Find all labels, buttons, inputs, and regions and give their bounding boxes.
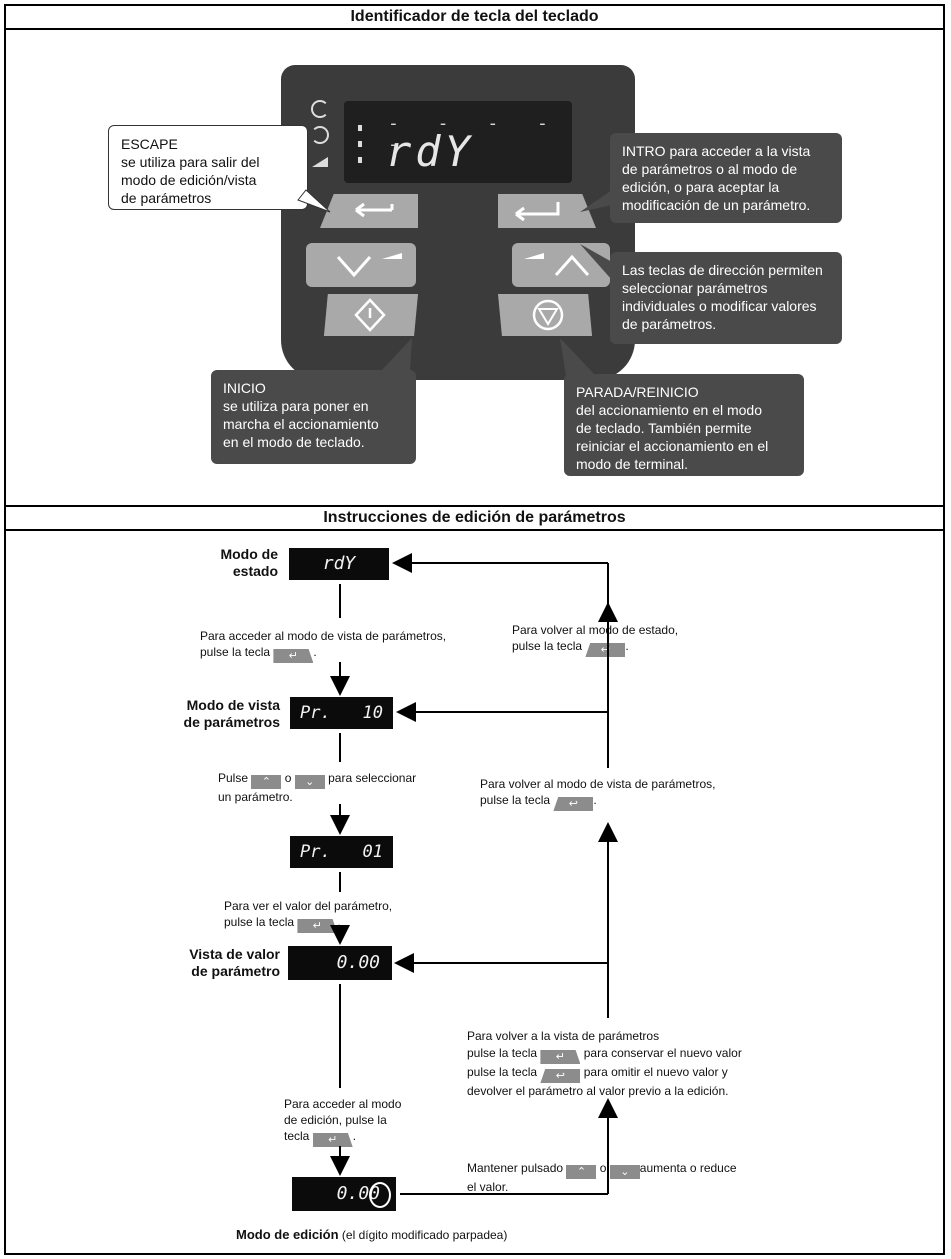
blinking-digit-marker: [369, 1182, 391, 1208]
callout-pointers: [297, 189, 612, 376]
up-key[interactable]: [512, 243, 610, 287]
instr-view-value: Para ver el valor del parámetro, pulse l…: [224, 899, 393, 933]
enter-key-mini: ↵: [540, 1050, 581, 1064]
up-key-mini: ⌃: [251, 775, 282, 789]
enter-key-mini: ↵: [312, 1133, 353, 1147]
start-diamond-icon: [354, 298, 386, 332]
enter-key-mini: ↵: [297, 919, 338, 933]
keypad-display-value: rdY: [386, 127, 474, 176]
display-value-view: 0.00: [288, 946, 392, 980]
section-header-keypad: Identificador de tecla del teclado: [4, 4, 945, 30]
instr-return-param-view: Para volver al modo de vista de parámetr…: [480, 777, 716, 811]
escape-key-mini: ↩: [553, 797, 594, 811]
instr-enter-edit: Para acceder al modo de edición, pulse l…: [284, 1097, 402, 1147]
escape-key[interactable]: [320, 194, 418, 228]
rotation-forward-icon: [311, 100, 329, 118]
instr-enter-param-view: Para acceder al modo de vista de parámet…: [200, 629, 447, 663]
callout-stop: PARADA/REINICIO del accionamiento en el …: [564, 374, 804, 476]
display-param-view: Pr. 10: [290, 697, 393, 729]
escape-arrow-icon: [355, 202, 394, 218]
instr-return-status: Para volver al modo de estado, pulse la …: [512, 623, 679, 657]
enter-arrow-icon: [515, 202, 560, 222]
start-key[interactable]: [323, 294, 418, 336]
enter-key-mini: ↵: [273, 649, 314, 663]
instr-adjust-value: Mantener pulsado ⌃ o ⌄aumenta o reduce e…: [467, 1161, 737, 1194]
display-status: rdY: [289, 548, 389, 580]
enter-key[interactable]: [498, 194, 596, 228]
stop-key[interactable]: [498, 294, 593, 336]
escape-key-mini: ↩: [585, 643, 626, 657]
down-chevron-icon: [336, 253, 402, 278]
callout-escape: ESCAPE se utiliza para salir del modo de…: [108, 125, 308, 210]
up-key-mini: ⌃: [566, 1165, 597, 1179]
display-param-select: Pr. 01: [290, 836, 393, 868]
down-key-mini: ⌄: [294, 775, 325, 789]
callout-direction: Las teclas de dirección permiten selecci…: [610, 252, 842, 344]
down-key[interactable]: [306, 243, 416, 287]
callout-start: INICIO se utiliza para poner en marcha e…: [211, 370, 416, 464]
keypad-display: - - - - - rdY: [344, 101, 572, 183]
escape-key-mini: ↩: [540, 1069, 581, 1083]
section-header-editing: Instrucciones de edición de parámetros: [4, 505, 945, 531]
instr-confirm-or-cancel: Para volver a la vista de parámetros pul…: [467, 1029, 742, 1098]
callout-intro: INTRO para acceder a la vista de parámet…: [610, 133, 842, 223]
rotation-reverse-icon: [311, 126, 329, 144]
ramp-icon: [312, 157, 328, 167]
down-key-mini: ⌄: [609, 1165, 640, 1179]
stop-triangle-icon: [532, 299, 564, 331]
up-chevron-icon: [524, 253, 590, 276]
edit-mode-caption: Modo de edición (el dígito modificado pa…: [236, 1227, 508, 1242]
instr-select-param: Pulse ⌃ o ⌄ para seleccionar un parámetr…: [218, 771, 417, 804]
